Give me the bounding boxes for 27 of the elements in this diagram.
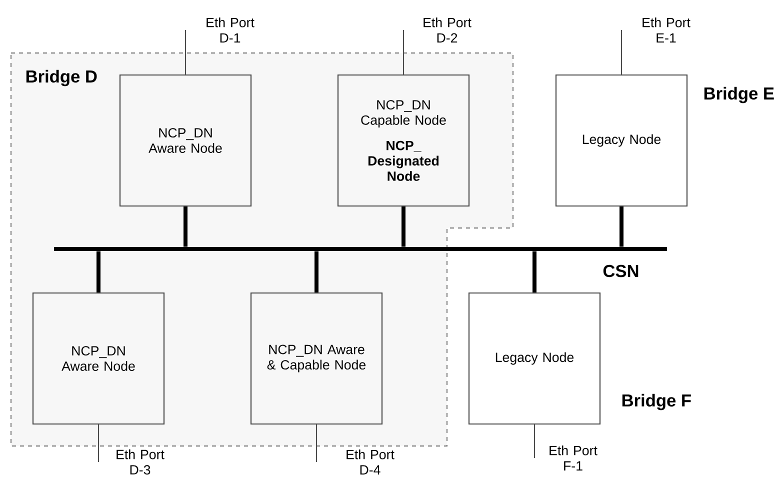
port-line bbox=[620, 30, 622, 74]
node-box: NCP_DN Aware & Capable Node bbox=[250, 292, 383, 425]
port-label: Eth Port D-3 bbox=[116, 449, 164, 475]
bus-link bbox=[96, 251, 100, 292]
bus-link bbox=[402, 206, 406, 247]
bridge-label: Bridge F bbox=[622, 394, 691, 410]
port-label: Eth Port E-1 bbox=[642, 18, 690, 42]
port-line bbox=[184, 30, 186, 74]
port-label: Eth Port D-4 bbox=[346, 450, 394, 474]
port-line bbox=[534, 424, 536, 458]
port-line bbox=[402, 30, 404, 74]
node-box: NCP_DN Capable Node NCP_ Designated Node bbox=[337, 74, 470, 207]
node-box: Legacy Node bbox=[468, 292, 601, 425]
bus-link bbox=[620, 206, 624, 247]
port-label: Eth Port D-1 bbox=[206, 18, 254, 42]
port-label: Eth Port D-2 bbox=[424, 18, 472, 42]
bus-link bbox=[184, 206, 188, 247]
bridge-label: Bridge E bbox=[704, 86, 774, 104]
port-label: Eth Port F-1 bbox=[550, 446, 598, 470]
node-label: CSN bbox=[603, 264, 638, 278]
port-line bbox=[98, 424, 100, 462]
port-line bbox=[316, 424, 318, 462]
node-box: NCP_DN Aware Node bbox=[32, 292, 165, 425]
bus-link bbox=[532, 251, 536, 292]
bus-link bbox=[314, 251, 318, 292]
node-box: NCP_DN Aware Node bbox=[119, 74, 252, 207]
node-box: Legacy Node bbox=[555, 74, 688, 207]
